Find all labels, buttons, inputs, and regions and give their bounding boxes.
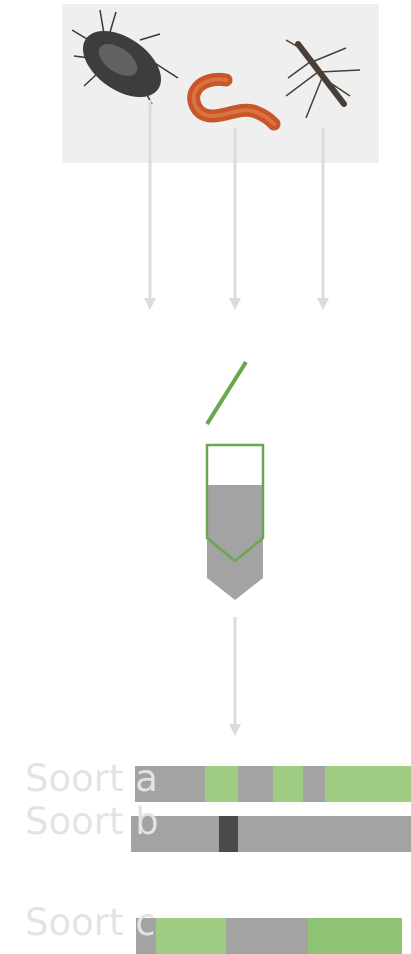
- beetle-icon: [71, 9, 179, 105]
- barcode-label-letter: a: [135, 757, 158, 800]
- barcode-b: [131, 816, 411, 852]
- barcode-label-prefix: Soort: [25, 757, 136, 800]
- barcode-label-prefix: Soort: [25, 901, 136, 944]
- sample-tube-icon: [205, 443, 265, 600]
- worm-icon: [187, 72, 281, 131]
- barcode-c: [136, 918, 402, 954]
- barcode-label-a: Soort a: [25, 759, 158, 799]
- barcode-a: [135, 766, 411, 802]
- barcode-label-b: Soort b: [25, 802, 159, 842]
- barcode-label-letter: c: [135, 901, 156, 944]
- barcode-label-prefix: Soort: [25, 800, 136, 843]
- water-bug-icon: [285, 39, 361, 119]
- barcode-label-c: Soort c: [25, 903, 156, 943]
- barcode-label-letter: b: [135, 800, 159, 843]
- pipette-tip-icon: [205, 360, 248, 426]
